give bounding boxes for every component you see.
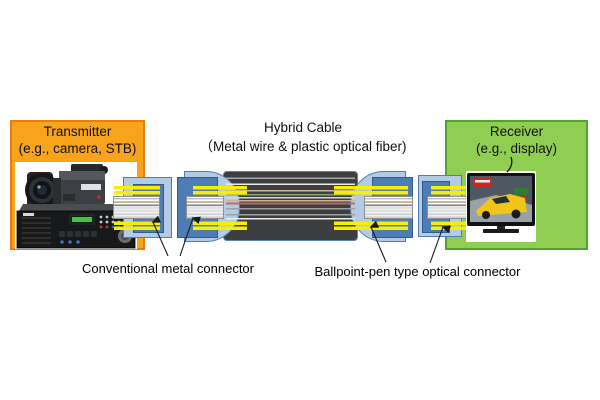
metal-connector-label: Conventional metal connector [82, 261, 254, 276]
cable-title-line1: Hybrid Cable [263, 120, 343, 135]
optical-fiber-lines [193, 186, 247, 230]
cable-title-line2: （Metal wire & plastic optical fiber) [199, 139, 407, 154]
receiver-subtitle: (e.g., display) [475, 141, 558, 156]
transmitter-title: Transmitter [43, 124, 112, 139]
tv-photo [466, 171, 536, 242]
optical-connector-label: Ballpoint-pen type optical connector [314, 264, 521, 279]
optical-fiber-lines [431, 186, 468, 230]
receiver-title: Receiver [489, 124, 544, 139]
transmitter-subtitle: (e.g., camera, STB) [18, 141, 137, 156]
optical-fiber-lines [114, 186, 160, 230]
cable-wire-stripes [226, 176, 355, 222]
